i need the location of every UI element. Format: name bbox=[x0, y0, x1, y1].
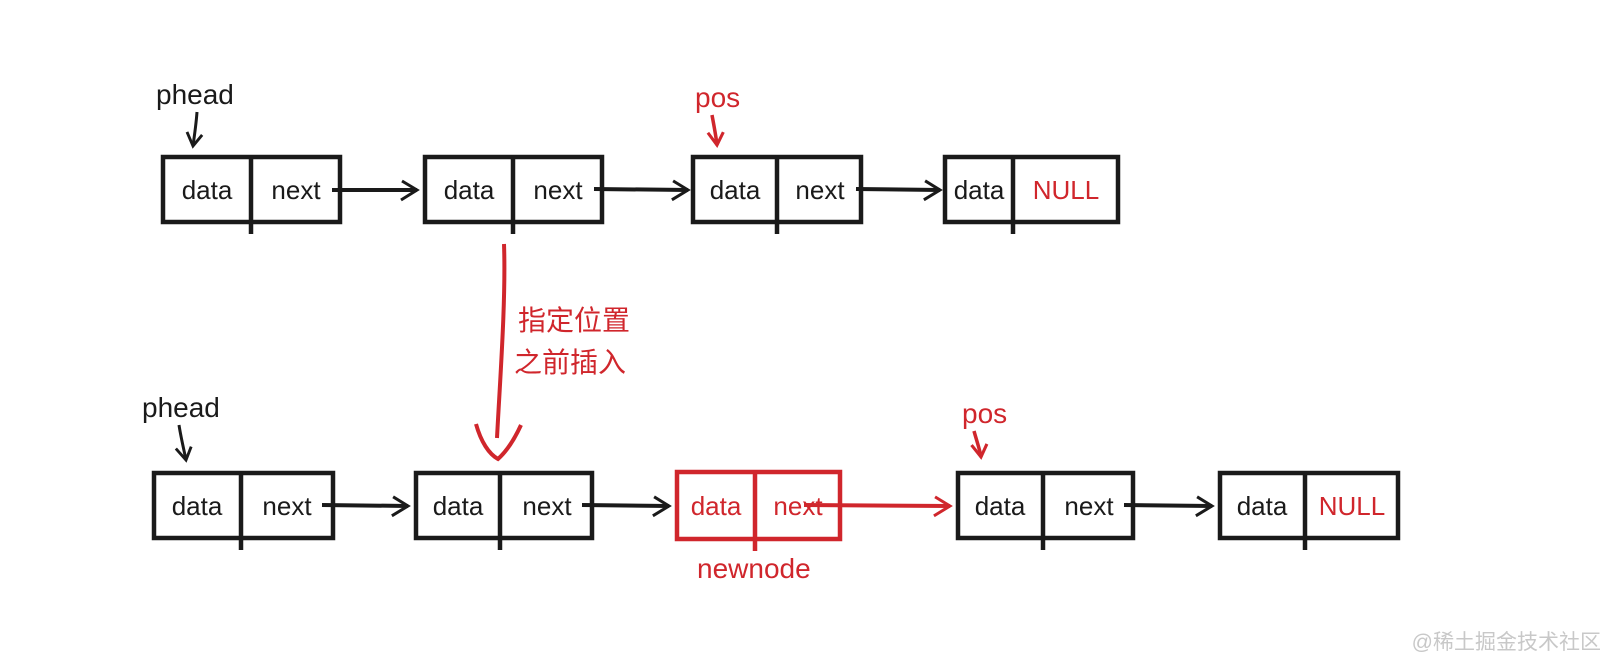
bottom-pos-label: pos bbox=[962, 398, 1007, 429]
node-next-label: next bbox=[262, 491, 312, 521]
node-data-label: data bbox=[691, 491, 742, 521]
insert-note-line2: 之前插入 bbox=[514, 347, 626, 378]
bottom-phead-label: phead bbox=[142, 392, 220, 423]
top-pos-arrow bbox=[706, 114, 725, 148]
bottom-link-1-2 bbox=[321, 495, 411, 518]
node-data-label: data bbox=[182, 175, 233, 205]
top-phead-arrow bbox=[185, 111, 204, 149]
top-link-2-3 bbox=[593, 179, 691, 202]
node-next-label: next bbox=[795, 175, 845, 205]
insert-annotation: 指定位置 之前插入 bbox=[474, 243, 630, 462]
top-node-2: data next bbox=[422, 154, 605, 234]
node-next-label: next bbox=[522, 491, 572, 521]
bottom-pos-arrow bbox=[970, 430, 989, 460]
insert-arrow-head bbox=[474, 423, 523, 462]
bottom-link-newnode-pos bbox=[803, 495, 953, 518]
top-list: phead pos data next data next data next bbox=[156, 79, 1121, 234]
top-node-3-pos: data next bbox=[690, 154, 864, 234]
node-next-label: next bbox=[271, 175, 321, 205]
node-next-label: next bbox=[1064, 491, 1114, 521]
bottom-phead-arrow bbox=[174, 424, 193, 463]
node-box bbox=[942, 154, 1121, 225]
insert-arrow-shaft bbox=[495, 243, 507, 439]
bottom-list: phead pos data next data next data next … bbox=[142, 392, 1401, 584]
bottom-link-2-newnode bbox=[581, 495, 672, 518]
top-node-4-tail: data NULL bbox=[942, 154, 1121, 234]
node-data-label: data bbox=[172, 491, 223, 521]
node-null-label: NULL bbox=[1033, 175, 1099, 205]
node-data-label: data bbox=[444, 175, 495, 205]
bottom-node-5-tail: data NULL bbox=[1217, 470, 1401, 550]
bottom-node-1: data next bbox=[151, 470, 336, 550]
top-node-1: data next bbox=[160, 154, 343, 234]
insert-note-line1: 指定位置 bbox=[518, 305, 630, 336]
top-link-3-4 bbox=[855, 179, 943, 202]
bottom-node-4-pos: data next bbox=[955, 470, 1136, 550]
bottom-newnode: data next newnode bbox=[674, 469, 843, 584]
node-null-label: NULL bbox=[1319, 491, 1385, 521]
bottom-node-2: data next bbox=[413, 470, 595, 550]
newnode-caption: newnode bbox=[697, 553, 811, 584]
top-phead-label: phead bbox=[156, 79, 234, 110]
node-data-label: data bbox=[975, 491, 1026, 521]
node-data-label: data bbox=[954, 175, 1005, 205]
node-box bbox=[1217, 470, 1401, 541]
bottom-link-pos-tail bbox=[1123, 495, 1215, 518]
top-pos-label: pos bbox=[695, 82, 740, 113]
node-data-label: data bbox=[1237, 491, 1288, 521]
node-next-label: next bbox=[533, 175, 583, 205]
node-data-label: data bbox=[710, 175, 761, 205]
node-data-label: data bbox=[433, 491, 484, 521]
watermark-text: @稀土掘金技术社区 bbox=[1412, 631, 1601, 654]
